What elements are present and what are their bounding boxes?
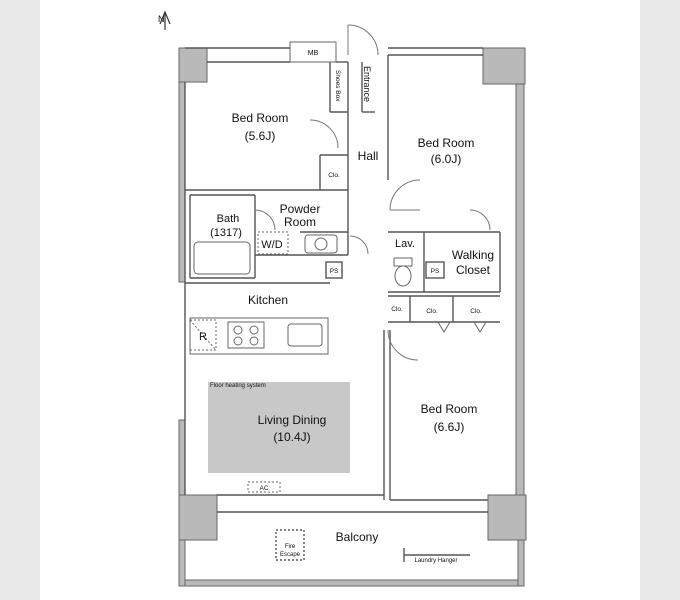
column-bottom-right — [487, 494, 527, 541]
washbasin — [304, 234, 338, 254]
fixtures — [189, 231, 487, 493]
bed-room-1-name: Bed Room — [232, 111, 289, 125]
door-swings — [254, 24, 491, 361]
hall-label: Hall — [358, 149, 379, 163]
bed-room-2-name: Bed Room — [418, 136, 475, 150]
refrigerator-box — [189, 319, 217, 351]
walking-closet-line1: Walking — [452, 248, 494, 262]
living-dining-size: (10.4J) — [273, 430, 310, 444]
toilet-bowl — [394, 265, 412, 287]
living-dining-name: Living Dining — [258, 413, 327, 427]
ps-label-powder: PS — [330, 268, 339, 275]
balcony-right-end — [517, 539, 525, 587]
floor-plan-paper — [40, 0, 640, 600]
closet-label-2: Clo. — [426, 308, 438, 315]
floor-heating-label: Floor heating system — [210, 383, 266, 389]
mb-label: MB — [308, 50, 319, 57]
north-arrow-icon — [159, 10, 171, 30]
bed-room-3-name: Bed Room — [421, 402, 478, 416]
bed-room-2-size: (6.0J) — [431, 152, 462, 166]
balcony-label: Balcony — [336, 530, 379, 544]
balcony-left-end — [178, 539, 186, 587]
bath-size: (1317) — [210, 227, 242, 239]
toilet-tank — [393, 257, 413, 267]
north-label: N — [158, 14, 165, 24]
closet-label-1: Clo. — [391, 306, 403, 313]
ac-unit — [247, 481, 281, 493]
ps-label-closet: PS — [431, 268, 440, 275]
lav-label: Lav. — [395, 238, 415, 250]
ac-label: AC — [259, 485, 268, 492]
powder-room-line2: Room — [284, 215, 316, 229]
kitchen-sink — [287, 323, 323, 347]
walking-closet-line2: Closet — [456, 263, 491, 277]
interior-walls — [184, 47, 501, 562]
shoe-box-label: Shoes Box — [334, 70, 341, 102]
column-bottom-left — [178, 494, 218, 541]
refrigerator-label: R — [199, 331, 207, 343]
closet-label-3: Clo. — [470, 308, 482, 315]
fire-escape-line1: Fire — [285, 544, 296, 550]
powder-room-line1: Powder — [280, 202, 321, 216]
wall-right-outer — [515, 83, 525, 496]
kitchen-counter — [189, 317, 329, 355]
bathtub — [193, 241, 251, 275]
bed-room-3-size: (6.6J) — [434, 420, 465, 434]
entrance-label: Entrance — [362, 66, 372, 102]
column-top-right — [482, 47, 526, 85]
bed-room-1-closet-label: Clo. — [328, 172, 340, 179]
wall-left-upper — [178, 81, 186, 283]
laundry-hanger-label: Laundry Hanger — [414, 558, 457, 564]
column-top-left — [178, 47, 208, 83]
balcony-rail-bottom — [178, 579, 525, 587]
floor-heating-area — [208, 382, 350, 473]
washer-dryer — [257, 231, 289, 255]
kitchen-label: Kitchen — [248, 293, 288, 307]
mb-box — [289, 41, 337, 63]
bath-name: Bath — [217, 213, 240, 225]
bed-room-1-size: (5.6J) — [245, 129, 276, 143]
stove — [227, 321, 265, 349]
fire-escape-line2: Escape — [280, 552, 301, 558]
wd-label: W/D — [261, 239, 282, 251]
